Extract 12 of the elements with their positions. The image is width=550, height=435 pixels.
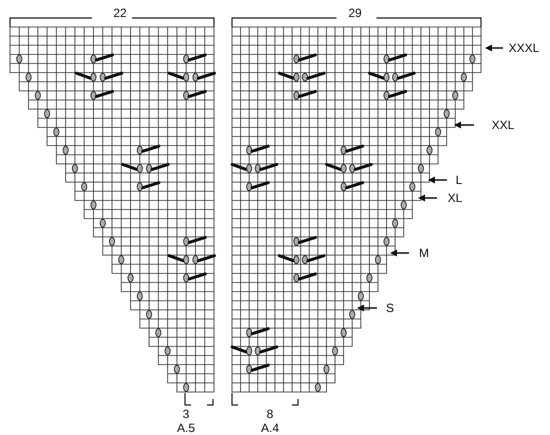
- stitch-count: 29: [348, 7, 362, 19]
- chart-name: A.4: [261, 422, 279, 434]
- size-label: L: [456, 174, 462, 186]
- stitch-count: 3: [182, 408, 190, 420]
- chart-name: A.5: [177, 422, 195, 434]
- size-label: XXL: [492, 119, 514, 131]
- size-label: XL: [448, 192, 462, 204]
- size-label: M: [419, 247, 429, 259]
- stitch-count: 8: [266, 408, 274, 420]
- size-label: XXXL: [508, 42, 540, 54]
- stitch-count: 22: [113, 7, 127, 19]
- size-label: S: [386, 302, 394, 314]
